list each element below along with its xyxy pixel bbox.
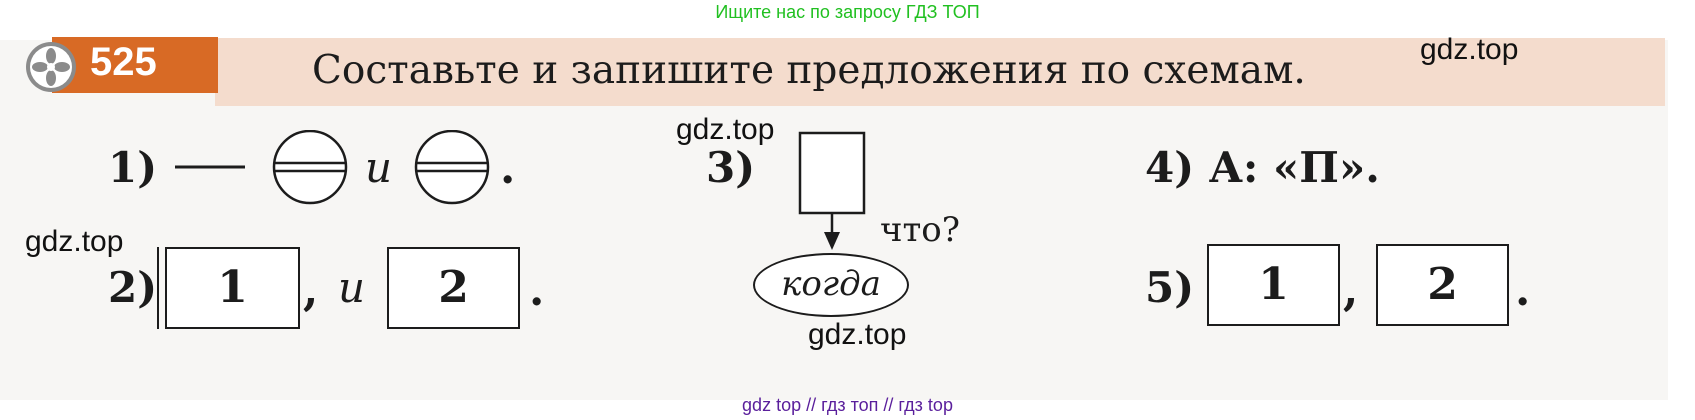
clause-box-2: 2	[387, 247, 520, 329]
scheme-3-diagram	[798, 131, 866, 250]
scheme-2-comma: ,	[303, 265, 319, 316]
subject-circle	[272, 130, 348, 205]
oval-label: когда	[781, 264, 881, 304]
scheme-3-question: что?	[880, 210, 960, 250]
scheme-5-comma: ,	[1343, 265, 1359, 316]
scheme-2-conjunction: и	[338, 263, 366, 312]
scheme-1-diagram	[175, 130, 490, 205]
watermark: gdz.top	[676, 113, 775, 146]
scheme-1-period: .	[500, 143, 516, 194]
clause-box-number: 2	[1427, 259, 1458, 310]
clause-box-1: 1	[1207, 244, 1340, 326]
scheme-4-text: 4) А: «П».	[1145, 143, 1380, 192]
scheme-1-label: 1)	[108, 143, 158, 192]
clause-box-number: 2	[438, 262, 469, 313]
clause-box-number: 1	[217, 262, 248, 313]
scheme-2-period: .	[529, 265, 545, 316]
main-clause-box	[798, 131, 866, 215]
exercise-number-tab	[52, 37, 218, 93]
clause-box-2: 2	[1376, 244, 1509, 326]
scheme-1-conjunction: и	[365, 143, 393, 192]
watermark: gdz.top	[1420, 33, 1519, 66]
subordinate-clause-oval: когда	[753, 253, 909, 317]
scheme-3-label: 3)	[706, 143, 756, 192]
exercise-header-bar	[215, 38, 1665, 106]
exercise-number: 525	[90, 40, 157, 84]
exercise-title: Составьте и запишите предложения по схем…	[312, 48, 1306, 93]
clause-box-number: 1	[1258, 259, 1289, 310]
subject-circle	[414, 130, 490, 205]
clause-box-1: 1	[165, 247, 300, 329]
scheme-2-label: 2)	[108, 263, 158, 312]
scheme-5-label: 5)	[1145, 263, 1195, 312]
watermark: gdz.top	[25, 225, 124, 258]
scheme-5-period: .	[1515, 265, 1531, 316]
top-banner[interactable]: Ищите нас по запросу ГДЗ ТОП	[715, 2, 980, 22]
scheme-2-left-bar	[157, 247, 159, 329]
bottom-banner[interactable]: gdz top // гдз топ // гдз top	[742, 395, 953, 415]
arrow-head-icon	[824, 232, 840, 250]
watermark: gdz.top	[808, 318, 907, 351]
flower-icon	[26, 42, 76, 92]
